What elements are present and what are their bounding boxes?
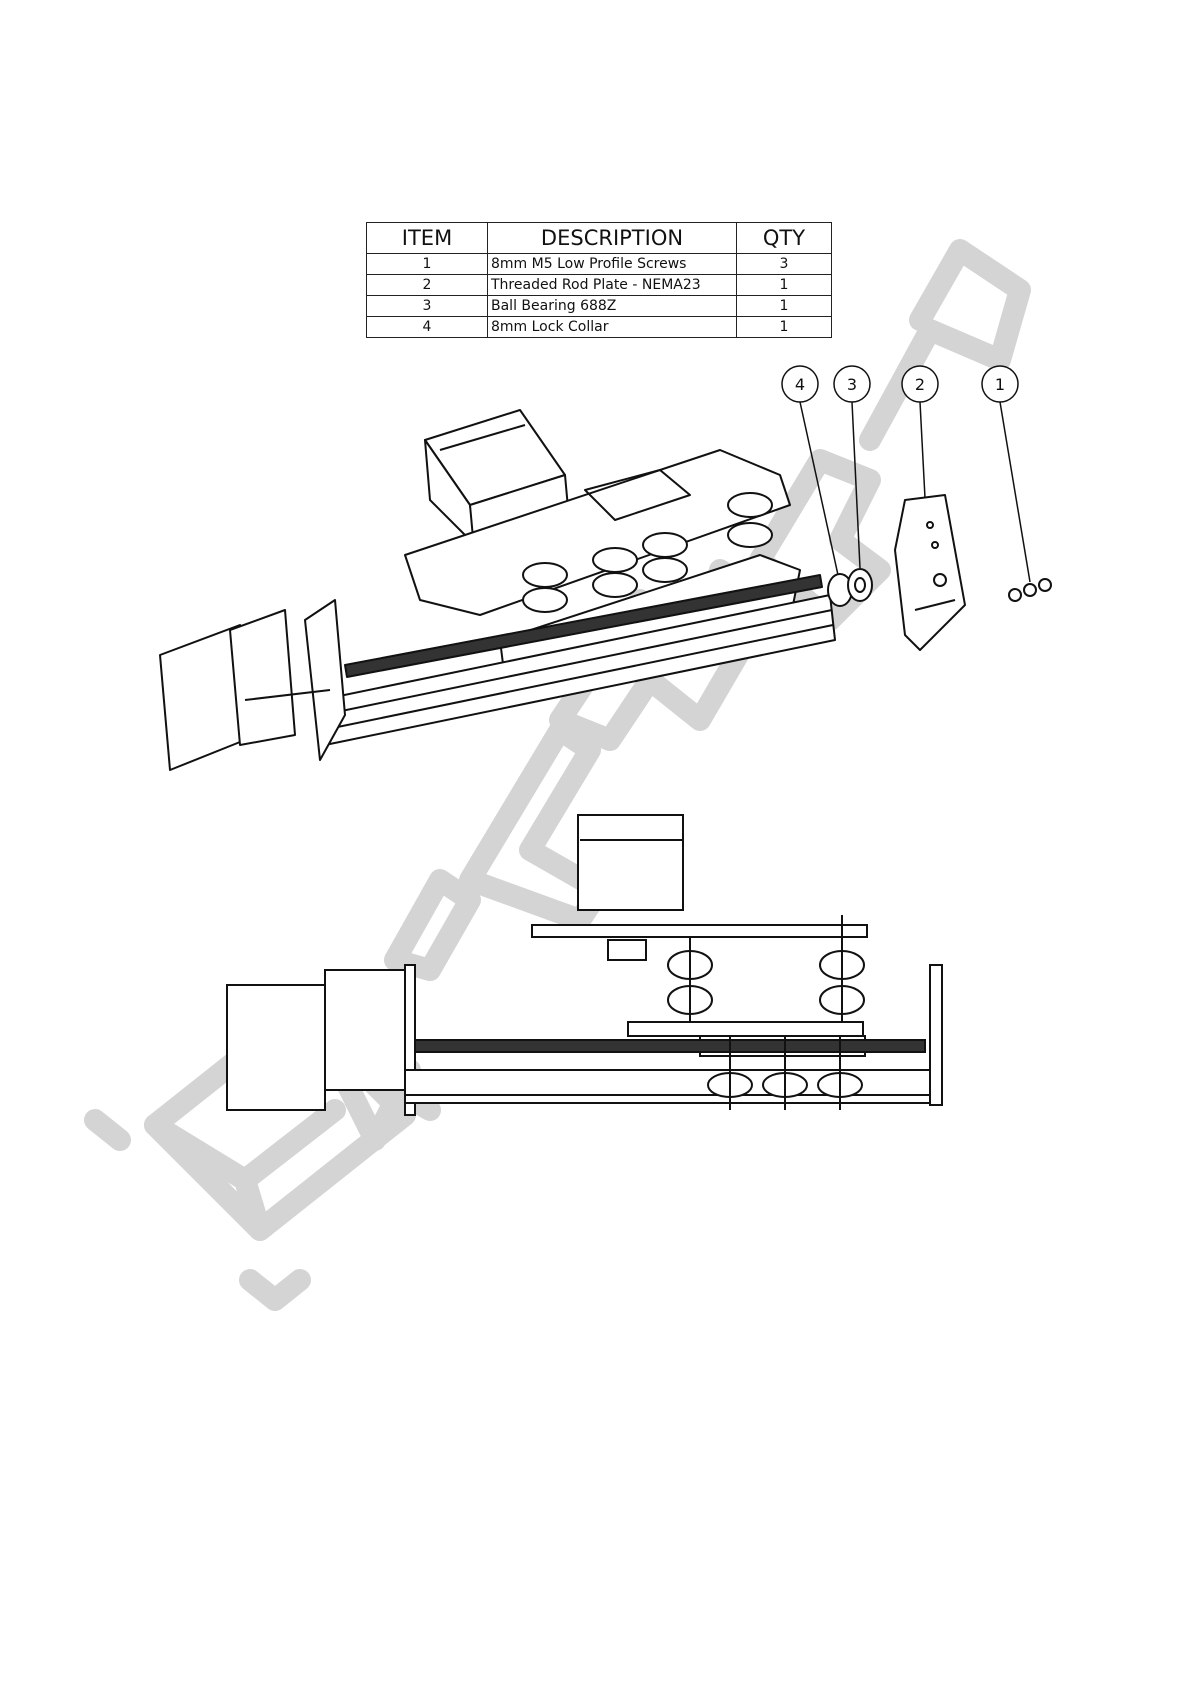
side-lead-screw xyxy=(415,1040,925,1052)
balloon-1: 1 xyxy=(995,375,1005,394)
side-end-plate xyxy=(930,965,942,1105)
side-bottom-plate xyxy=(628,1022,863,1036)
side-elevation-view xyxy=(227,815,942,1115)
low-profile-screws-part xyxy=(1009,579,1051,601)
watermark-logo xyxy=(95,250,1020,1300)
balloon-3: 3 xyxy=(847,375,857,394)
balloon-2: 2 xyxy=(915,375,925,394)
isometric-assembly-view xyxy=(160,410,1051,770)
ball-bearing-part xyxy=(848,569,872,601)
side-left-motor xyxy=(227,985,325,1110)
side-top-plate xyxy=(532,925,867,937)
threaded-rod-plate-part xyxy=(895,495,965,650)
side-top-motor xyxy=(578,815,683,910)
left-stepper-motor xyxy=(160,610,330,770)
balloon-4: 4 xyxy=(795,375,805,394)
